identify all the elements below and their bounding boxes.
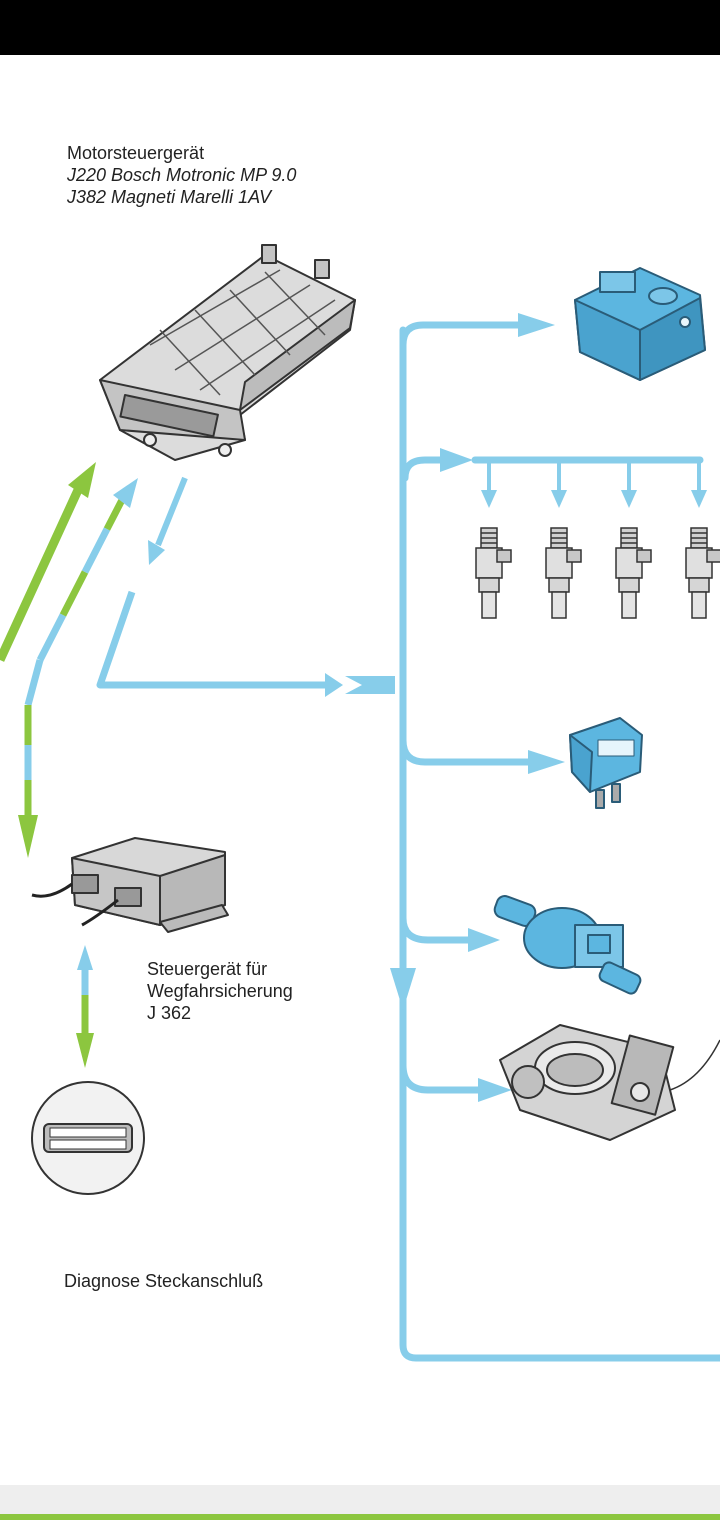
- bus-arrowheads: [390, 313, 565, 1102]
- injector-2: [545, 527, 582, 619]
- injector-feeds: [487, 460, 701, 492]
- ecu-caption: Motorsteuergerät J220 Bosch Motronic MP …: [67, 142, 296, 208]
- ecu-output-line: [96, 590, 395, 697]
- ignition-coil: [574, 267, 706, 381]
- ecu-title: Motorsteuergerät: [67, 143, 205, 163]
- status-bar: [0, 0, 720, 55]
- canister-valve: [493, 895, 642, 995]
- ecu-down-arrow: [148, 476, 188, 565]
- bottom-accent-stripe: [0, 1514, 720, 1520]
- immobilizer-line-1: Steuergerät für: [147, 959, 268, 979]
- mixed-line-down: [18, 659, 44, 858]
- ecu-line-2: J382 Magneti Marelli 1AV: [67, 187, 272, 207]
- green-arrow-to-ecu: [0, 462, 96, 662]
- injector-feed-arrows: [481, 490, 707, 508]
- immobilizer-line-3: J 362: [147, 1003, 192, 1023]
- ecu-unit: [99, 244, 356, 461]
- injector-1: [475, 527, 512, 619]
- relay: [569, 717, 643, 809]
- diagnosis-connector: [31, 1081, 145, 1195]
- immobilizer-caption: Steuergerät für Wegfahrsicherung J 362: [147, 958, 293, 1024]
- immobilizer-line-2: Wegfahrsicherung: [147, 981, 293, 1001]
- diagnosis-caption: Diagnose Steckanschluß: [64, 1271, 264, 1291]
- throttle-cable: [669, 1039, 720, 1091]
- immobilizer-unit: [31, 837, 229, 933]
- immobilizer-diagnosis-link: [76, 945, 94, 1068]
- signal-bus: [399, 321, 720, 1362]
- throttle-body: [499, 1024, 676, 1141]
- injector-4: [685, 527, 720, 619]
- mixed-line-to-ecu: [36, 478, 138, 662]
- ecu-line-1: J220 Bosch Motronic MP 9.0: [67, 165, 297, 185]
- wiring-diagram: [0, 244, 720, 1362]
- injector-3: [615, 527, 652, 619]
